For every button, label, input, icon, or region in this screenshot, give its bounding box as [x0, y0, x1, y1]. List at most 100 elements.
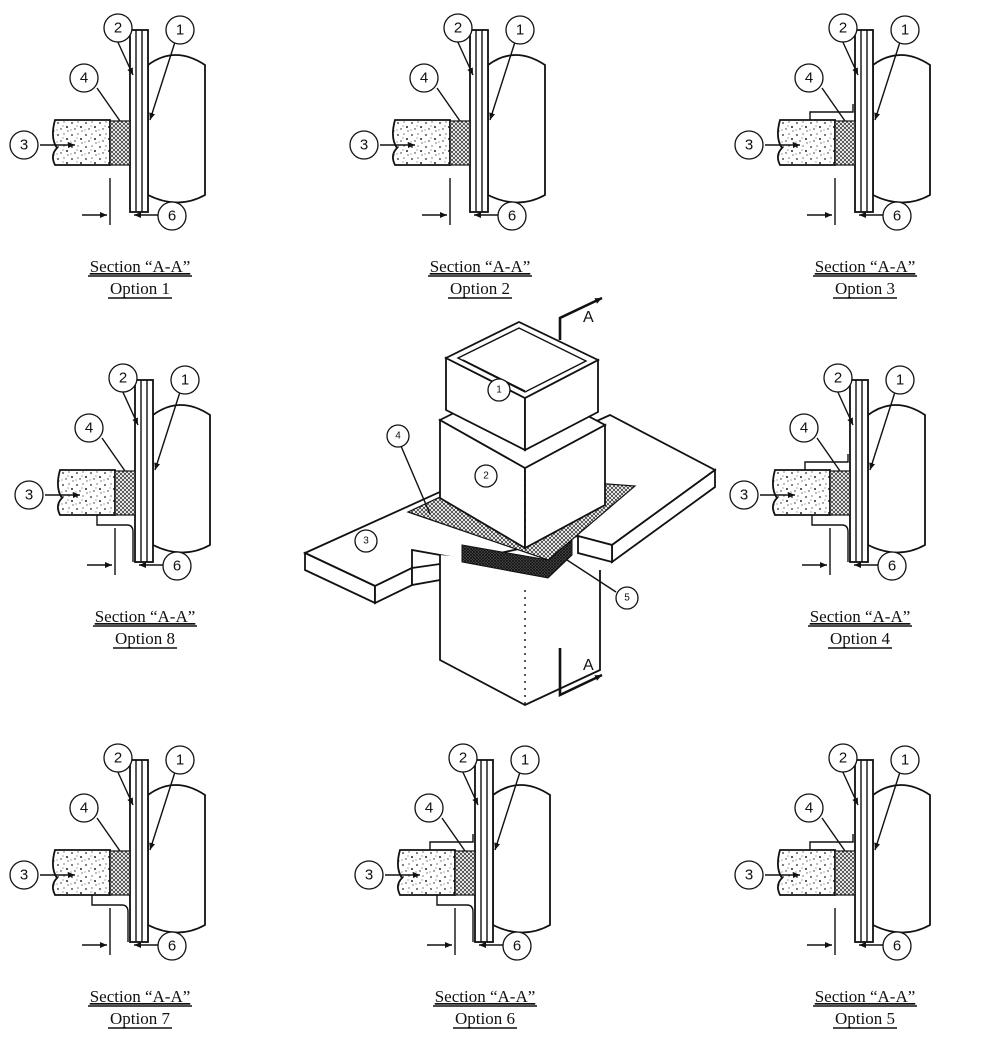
callout-3	[354, 860, 384, 890]
firestop-fill	[114, 470, 136, 516]
callout-1	[165, 15, 195, 45]
callout-2-number: 2	[114, 750, 122, 767]
slab-section	[57, 469, 116, 516]
callout-3	[734, 130, 764, 160]
callout-3	[9, 130, 39, 160]
top-angle-flange	[804, 454, 849, 470]
callout-2-number: 2	[459, 750, 467, 767]
iso-callout-5	[615, 586, 639, 610]
callout-2	[103, 743, 133, 773]
section-option: Option 3	[835, 279, 895, 298]
top-angle-flange	[809, 104, 854, 120]
callout-4-number: 4	[800, 420, 808, 437]
callout-3	[9, 860, 39, 890]
iso-callout-2	[474, 464, 498, 488]
callout-1	[885, 365, 915, 395]
section-option: Option 7	[110, 1009, 170, 1028]
callout-2	[448, 743, 478, 773]
section-title: Section “A-A”	[810, 607, 911, 626]
section-title: Section “A-A”	[90, 987, 191, 1006]
sleeve	[129, 759, 149, 943]
callout-4-number: 4	[85, 420, 93, 437]
slab-section	[52, 119, 111, 166]
callout-4-number: 4	[805, 800, 813, 817]
duct-wall	[487, 54, 546, 204]
callout-2	[103, 13, 133, 43]
callout-3-number: 3	[20, 137, 28, 154]
callout-4	[69, 793, 99, 823]
top-angle-flange	[809, 834, 854, 850]
slab-section	[777, 849, 836, 896]
callout-1-number: 1	[176, 22, 184, 39]
section-title: Section “A-A”	[815, 987, 916, 1006]
section-arrow-bottom	[558, 648, 603, 698]
svg-text:1: 1	[496, 385, 502, 396]
bottom-angle-flange	[811, 515, 849, 562]
firestop-fill	[109, 120, 131, 166]
callout-6-number: 6	[168, 208, 176, 225]
callout-6	[882, 201, 912, 231]
top-angle-flange	[429, 834, 474, 850]
callout-2-number: 2	[454, 20, 462, 37]
callout-3-number: 3	[360, 137, 368, 154]
callout-6-number: 6	[893, 208, 901, 225]
callout-6	[497, 201, 527, 231]
section-title: Section “A-A”	[435, 987, 536, 1006]
callout-4	[794, 793, 824, 823]
callout-1	[890, 15, 920, 45]
slab-section	[397, 849, 456, 896]
callout-3-number: 3	[740, 487, 748, 504]
section-option: Option 6	[455, 1009, 515, 1028]
callout-4	[69, 63, 99, 93]
bottom-angle-flange	[436, 895, 474, 942]
section-title: Section “A-A”	[815, 257, 916, 276]
slab-section	[52, 849, 111, 896]
bottom-angle-flange	[96, 515, 134, 562]
callout-1-number: 1	[516, 22, 524, 39]
callout-3	[14, 480, 44, 510]
svg-text:2: 2	[483, 471, 489, 482]
callout-3	[349, 130, 379, 160]
callout-6	[882, 931, 912, 961]
duct-wall	[872, 784, 931, 934]
callout-4-number: 4	[420, 70, 428, 87]
section-option: Option 2	[450, 279, 510, 298]
callout-2-number: 2	[114, 20, 122, 37]
callout-2-number: 2	[839, 750, 847, 767]
sleeve	[129, 29, 149, 213]
duct-wall	[867, 404, 926, 554]
callout-6	[157, 931, 187, 961]
callout-3-number: 3	[365, 867, 373, 884]
callout-3-number: 3	[745, 867, 753, 884]
callout-4	[794, 63, 824, 93]
firestop-fill	[834, 120, 856, 166]
firestop-fill	[454, 850, 476, 896]
duct-wall	[147, 784, 206, 934]
iso-callout-3	[354, 529, 378, 553]
isometric-view: A A 1 2 3 4 5	[302, 296, 717, 707]
callout-2	[108, 363, 138, 393]
duct-wall	[492, 784, 551, 934]
callout-6	[502, 931, 532, 961]
callout-4	[789, 413, 819, 443]
svg-text:4: 4	[395, 431, 401, 442]
section-arrow-bottom-label: A	[583, 657, 594, 674]
callout-4	[414, 793, 444, 823]
section-arrow-top-label: A	[583, 309, 594, 326]
section-option: Option 4	[830, 629, 890, 648]
callout-6-number: 6	[173, 558, 181, 575]
callout-1	[890, 745, 920, 775]
callout-3-number: 3	[20, 867, 28, 884]
iso-callout-4	[386, 424, 410, 448]
slab-section	[392, 119, 451, 166]
firestop-fill	[834, 850, 856, 896]
callout-1-number: 1	[901, 22, 909, 39]
callout-1-number: 1	[176, 752, 184, 769]
sleeve	[854, 29, 874, 213]
callout-2-number: 2	[119, 370, 127, 387]
